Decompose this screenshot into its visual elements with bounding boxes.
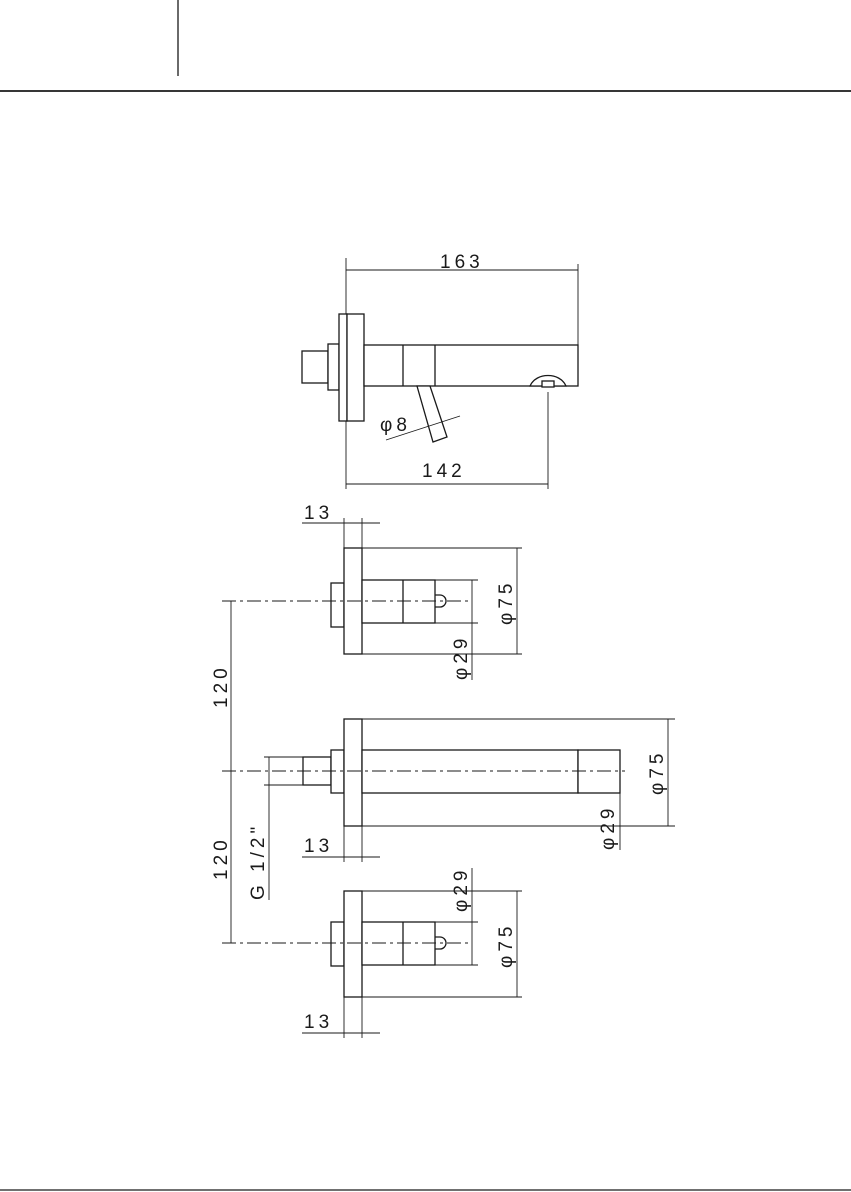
dim-163: 163 bbox=[440, 252, 484, 273]
dim-thread-size: G 1/2" bbox=[248, 823, 269, 900]
dim-rosette-thickness-top: 13 bbox=[304, 503, 333, 524]
dim-handle-diameter: φ8 bbox=[380, 415, 411, 436]
dim-center-distance-upper: 120 bbox=[211, 664, 232, 708]
dim-rosette-diameter-top: φ75 bbox=[496, 580, 517, 625]
dim-142: 142 bbox=[422, 461, 466, 482]
dim-rosette-diameter-bottom: φ75 bbox=[496, 923, 517, 968]
dim-body-diameter-top: φ29 bbox=[451, 635, 472, 680]
dim-rosette-diameter-middle: φ75 bbox=[647, 750, 668, 795]
dim-rosette-thickness-bottom: 13 bbox=[304, 1012, 333, 1033]
side-view bbox=[302, 258, 578, 489]
dim-center-distance-lower: 120 bbox=[211, 836, 232, 880]
dim-body-diameter-middle: φ29 bbox=[598, 805, 619, 850]
top-valve-view bbox=[222, 518, 522, 680]
dim-body-diameter-bottom: φ29 bbox=[451, 867, 472, 912]
dim-rosette-thickness-middle: 13 bbox=[304, 836, 333, 857]
